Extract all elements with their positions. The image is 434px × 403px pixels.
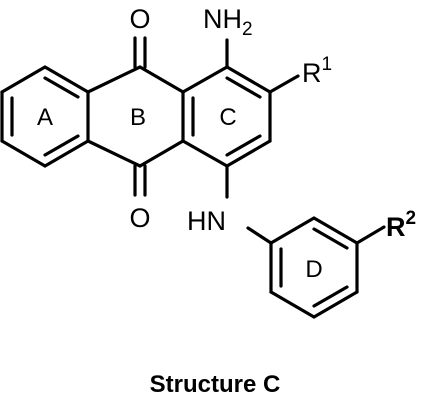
ring-label-c: C [219,104,236,131]
r2-group-label: R2 [386,208,416,242]
oxygen-bottom-atom: O [129,203,150,233]
r1-superscript: 1 [322,54,333,75]
bond-lines [0,36,386,319]
r2-main-text: R [386,212,406,242]
r1-group-label: R1 [302,54,332,88]
r1-main-text: R [302,58,322,88]
amino-subscript: 2 [242,19,253,40]
ring-label-d: D [305,256,322,283]
amino-group-label: NH2 [203,4,253,40]
imino-group-label: HN [187,206,226,236]
r2-superscript: 2 [406,208,417,229]
structure-caption: Structure C [150,371,281,398]
ring-label-a: A [37,104,53,131]
amino-main-text: NH [203,4,242,34]
ring-label-b: B [130,104,146,131]
oxygen-top-atom: O [129,4,150,34]
